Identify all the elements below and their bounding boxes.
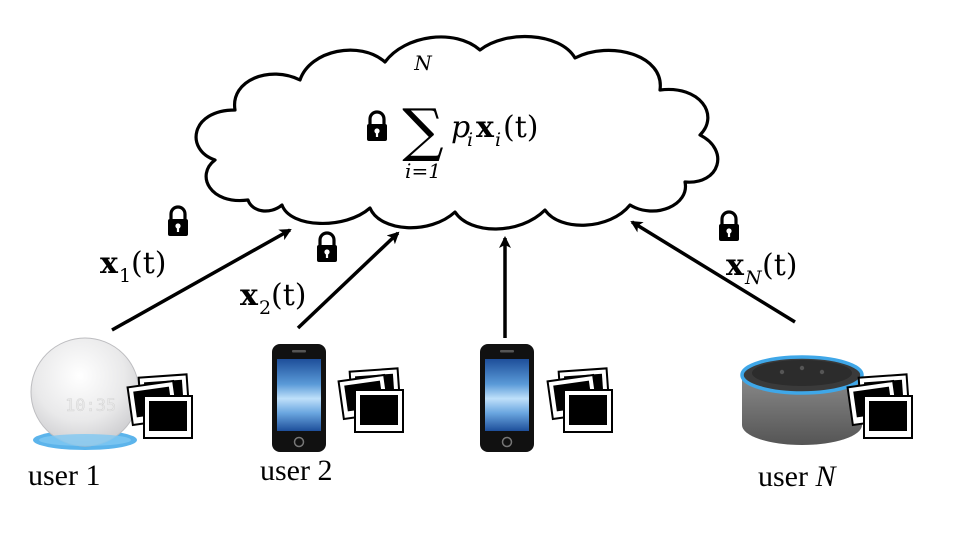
upload-label-2-x: x [240, 278, 259, 313]
phone-home-button [501, 436, 513, 448]
phone-screen [277, 359, 321, 431]
upload-lock-icon-1 [166, 205, 190, 238]
svg-text:user N: user N [758, 460, 837, 493]
user-n-device [740, 355, 864, 445]
weight-p: p [451, 110, 470, 145]
upload-label-n-x: x [726, 248, 745, 283]
user-2-label: user 2 [260, 454, 332, 487]
weight-subscript: i [467, 129, 473, 151]
upload-arrow-user-n [630, 220, 796, 324]
phone-screen [485, 359, 529, 431]
upload-label-1-arg: (t) [131, 246, 166, 281]
upload-label-2-sub: 2 [259, 297, 271, 319]
user-1-label: user 1 [28, 459, 100, 492]
user-n-label-prefix: user [758, 460, 815, 493]
user-2-photos-icon [337, 367, 404, 433]
speaker-fabric-body [742, 375, 862, 445]
upload-label-1-x: x [100, 246, 119, 281]
server-cloud [194, 34, 720, 231]
aggregation-formula: N ∑ i=1 p i x i (t) [402, 51, 538, 183]
vector-subscript: i [495, 129, 501, 151]
upload-lock-icon-2 [315, 231, 339, 264]
upload-label-n: x N (t) [726, 248, 797, 289]
user-3-photos-icon [546, 367, 613, 433]
phone-home-button [293, 436, 305, 448]
user-1-device: 10:35 [30, 337, 140, 450]
upload-arrow-user-1 [111, 228, 292, 332]
sum-upper-limit: N [413, 51, 433, 75]
vector-x: x [476, 110, 495, 145]
speaker-light-ring [740, 355, 864, 395]
user-3-device [480, 344, 534, 452]
upload-label-n-arg: (t) [762, 248, 797, 283]
upload-arrow-user-2 [296, 231, 400, 330]
upload-label-2-arg: (t) [271, 278, 306, 313]
upload-label-1: x 1 (t) [100, 246, 166, 287]
sum-lower-limit: i=1 [405, 159, 441, 183]
user-n-label: user N [758, 460, 837, 493]
upload-label-n-sub: N [744, 267, 763, 289]
sum-symbol: ∑ [402, 96, 443, 164]
user-n-label-var: N [814, 460, 837, 493]
upload-label-1-sub: 1 [119, 265, 131, 287]
smart-speaker-sphere [30, 337, 140, 447]
user-2-device [272, 344, 326, 452]
upload-lock-icon-n [717, 210, 741, 243]
time-argument: (t) [503, 110, 538, 145]
speaker-clock-display: 10:35 [65, 396, 116, 416]
upload-label-2: x 2 (t) [240, 278, 306, 319]
